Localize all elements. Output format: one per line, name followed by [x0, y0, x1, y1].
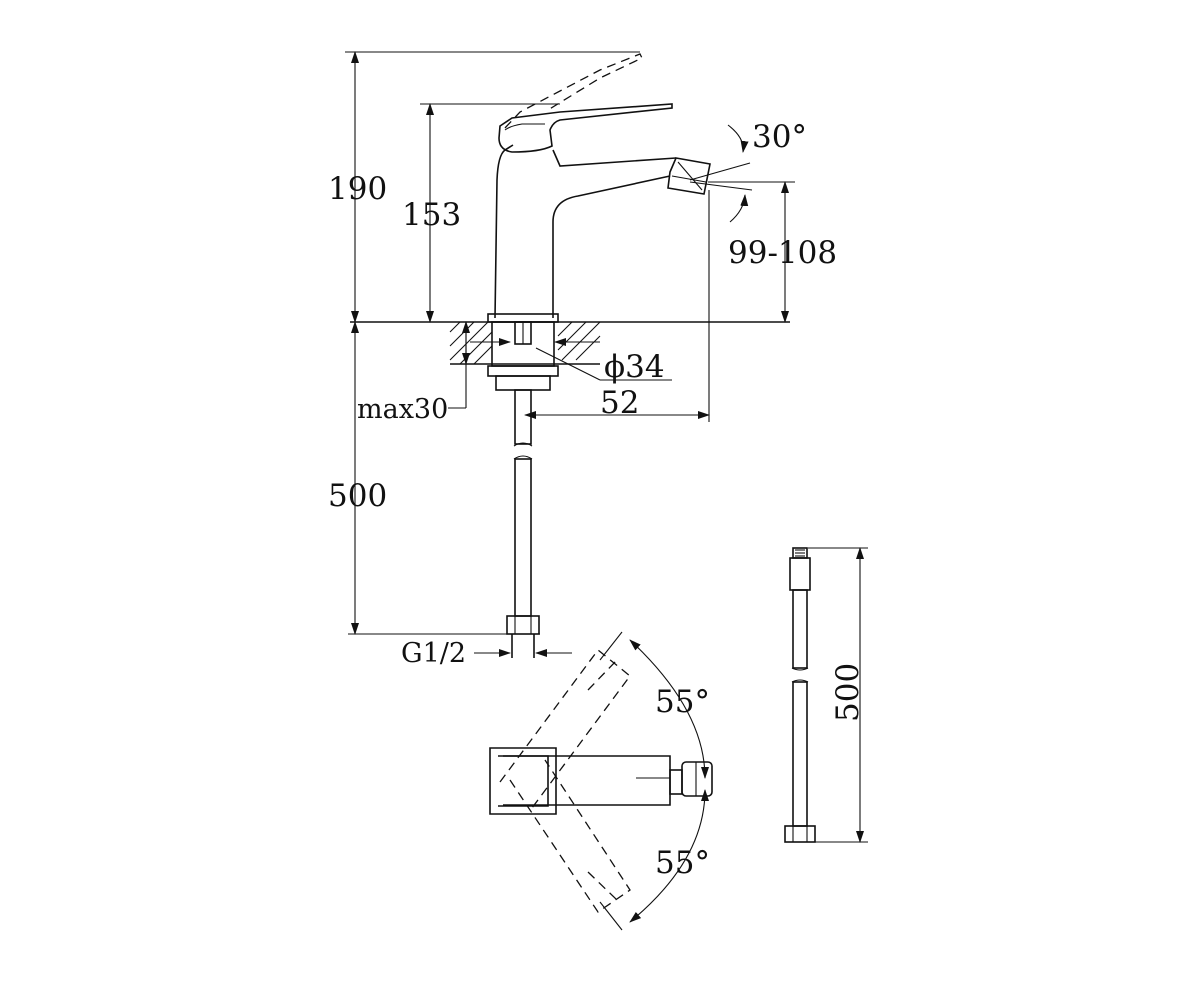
dim-500 — [348, 321, 540, 635]
label-max30: max30 — [357, 394, 448, 425]
dim-153 — [420, 103, 560, 323]
label-500-side: 500 — [830, 663, 866, 722]
label-52: 52 — [600, 385, 639, 421]
label-g12: G1/2 — [401, 638, 466, 669]
label-30-deg: 30° — [752, 119, 807, 155]
faucet-side-view — [487, 53, 711, 658]
label-55-deg-bottom: 55° — [655, 845, 710, 881]
label-500: 500 — [328, 478, 387, 514]
dim-190 — [345, 51, 640, 323]
label-99-108: 99-108 — [728, 235, 837, 271]
label-55-deg-top: 55° — [655, 684, 710, 720]
hose-side-view — [784, 547, 868, 843]
label-phi34: ϕ34 — [604, 349, 665, 385]
dim-phi34 — [470, 338, 672, 381]
dim-52 — [524, 190, 710, 422]
dim-99-108 — [708, 181, 795, 323]
label-190: 190 — [328, 171, 387, 207]
dim-max30 — [448, 321, 470, 409]
faucet-top-view — [489, 631, 713, 931]
dim-30-deg — [689, 124, 753, 223]
label-153: 153 — [402, 197, 461, 233]
